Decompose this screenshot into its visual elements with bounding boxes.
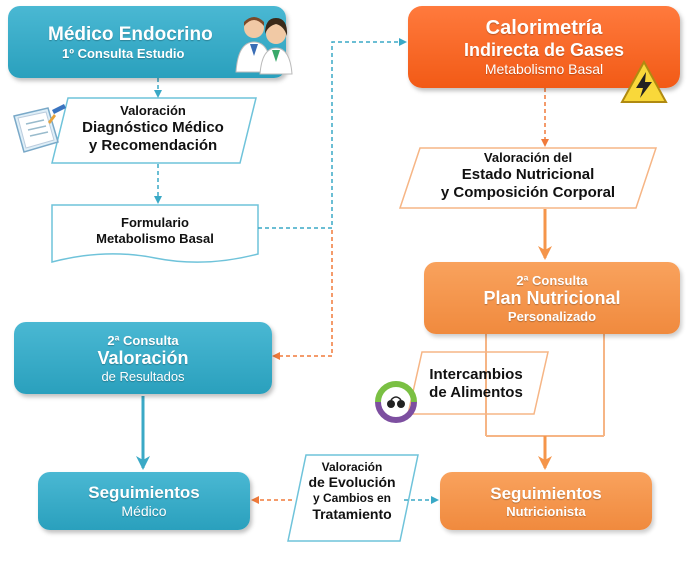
valoracion-diagnostico-line3: y Recomendación (88, 136, 218, 154)
plan-line1: 2ª Consulta (516, 272, 588, 288)
node-seguimientos-nutricionista: Seguimientos Nutricionista (440, 472, 652, 530)
formulario-line2: Metabolismo Basal (96, 230, 214, 246)
plan-line3: Personalizado (507, 308, 597, 324)
formulario-line1: Formulario (121, 215, 189, 230)
node-plan-nutricional: 2ª Consulta Plan Nutricional Personaliza… (424, 262, 680, 334)
seg-nutri-line2: Nutricionista (506, 503, 586, 519)
valoracion-estado-node: Valoración del Estado Nutricional y Comp… (420, 150, 636, 202)
seg-nutri-line1: Seguimientos (490, 483, 602, 503)
food-exchange-cycle-icon (375, 381, 417, 423)
clipboard-pen-icon (13, 104, 66, 153)
node-calorimetria: Calorimetría Indirecta de Gases Metaboli… (408, 6, 680, 88)
valoracion-diagnostico-node: Valoración Diagnóstico Médico y Recomend… (68, 103, 238, 155)
valoracion-estado-line1: Valoración del (483, 150, 573, 165)
medico-title: Médico Endocrino (48, 23, 213, 45)
intercambios-node: Intercambios de Alimentos (418, 366, 534, 402)
formulario-shape (51, 204, 259, 263)
evolucion-line2: de Evolución (308, 474, 396, 491)
warning-lightning-icon (620, 60, 668, 103)
evolucion-line4: Tratamiento (312, 505, 392, 522)
evolucion-line1: Valoración (321, 460, 383, 474)
resultados-line1: 2ª Consulta (107, 332, 179, 348)
valoracion-evolucion-shape (287, 454, 419, 542)
resultados-line3: de Resultados (101, 368, 185, 384)
valoracion-estado-line3: y Composición Corporal (440, 183, 616, 201)
doctors-icon (235, 17, 293, 75)
valoracion-estado-shape (398, 147, 658, 209)
node-seguimientos-medico: Seguimientos Médico (38, 472, 250, 530)
seg-medico-line2: Médico (121, 503, 167, 519)
intercambios-line2: de Alimentos (429, 384, 523, 401)
valoracion-estado-line2: Estado Nutricional (461, 165, 595, 183)
calorimetria-line3: Metabolismo Basal (484, 61, 604, 77)
seg-medico-line1: Seguimientos (88, 483, 200, 502)
medico-subtitle: 1º Consulta Estudio (62, 45, 185, 61)
valoracion-diagnostico-line1: Valoración (120, 103, 186, 118)
calorimetria-line1: Calorimetría (485, 17, 603, 39)
evolucion-line3: y Cambios en (312, 491, 392, 506)
intercambios-line1: Intercambios (429, 366, 523, 383)
formulario-node: Formulario Metabolismo Basal (60, 215, 250, 246)
plan-line2: Plan Nutricional (483, 287, 621, 308)
resultados-line2: Valoración (97, 347, 189, 368)
valoracion-diagnostico-line2: Diagnóstico Médico (82, 118, 224, 136)
valoracion-evolucion-node: Valoración de Evolución y Cambios en Tra… (296, 460, 408, 522)
node-valoracion-resultados: 2ª Consulta Valoración de Resultados (14, 322, 272, 394)
calorimetria-line2: Indirecta de Gases (463, 40, 625, 60)
